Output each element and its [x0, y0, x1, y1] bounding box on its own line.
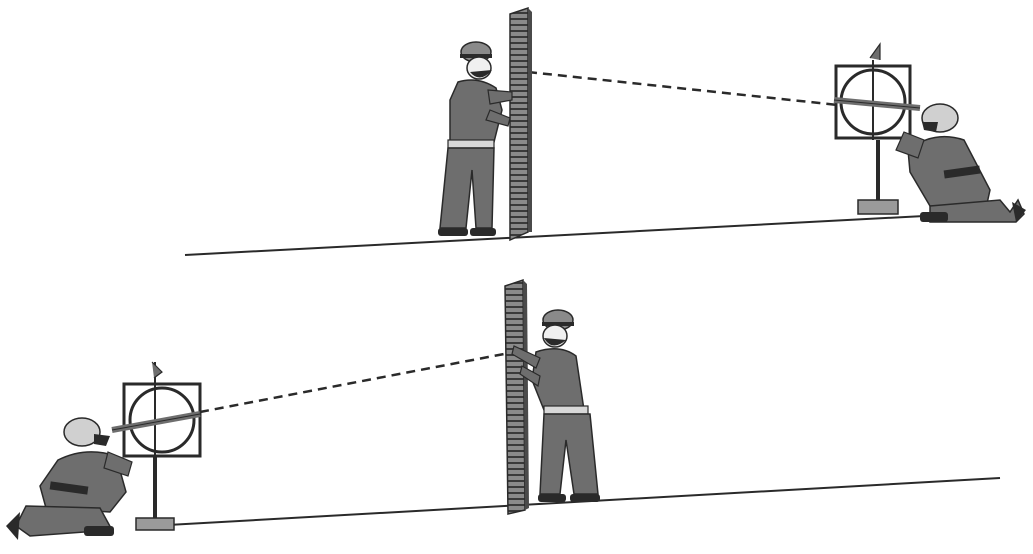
sighting-device-icon: [834, 44, 920, 214]
rod-holder-person-icon: [438, 42, 512, 236]
sighting-device-icon: [112, 362, 200, 530]
scene-top: [185, 8, 1026, 255]
ground-line: [185, 212, 1000, 255]
survey-rod-icon: [505, 280, 529, 514]
survey-rod-icon: [510, 8, 532, 240]
line-of-sight: [200, 354, 504, 412]
line-of-sight: [528, 72, 838, 105]
kneeling-surveyor-icon: [6, 418, 132, 540]
scene-bottom: [6, 280, 1000, 540]
kneeling-surveyor-icon: [896, 104, 1026, 222]
